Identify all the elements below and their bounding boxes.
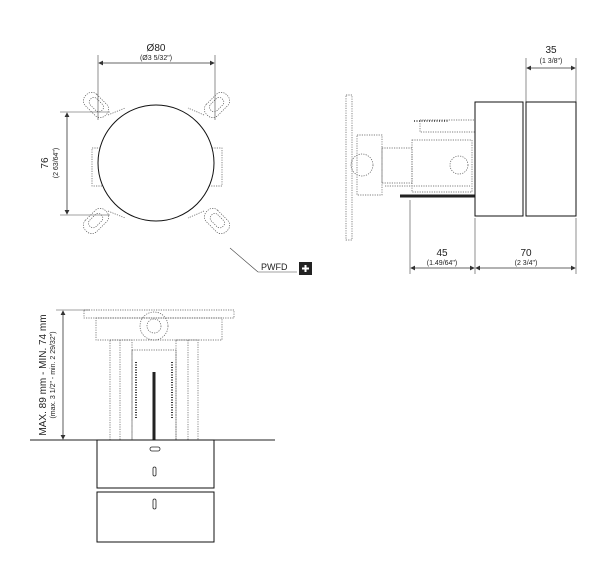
- side-view: 35 (1 3/8") 45 (1.49/64") 70 (2 3/4"): [345, 45, 577, 274]
- front-cover-circle: [97, 104, 215, 222]
- diameter-label: Ø80: [147, 43, 166, 54]
- cover-box-outer: [525, 101, 577, 217]
- height-sub-label: (2 63/64"): [53, 148, 60, 179]
- plus-icon: [299, 262, 312, 275]
- cover-box-inner: [474, 101, 524, 217]
- top-dim-label: 35: [545, 45, 557, 56]
- height-label: 76: [40, 157, 51, 169]
- left-dim-label: 45: [436, 248, 448, 259]
- top-dim-sub-label: (1 3/8"): [540, 58, 563, 65]
- bottom-cover-upper: [96, 439, 215, 489]
- mounting-lugs: [82, 91, 231, 235]
- front-view: Ø80 (Ø3 5/32") 76 (2 63/64"): [40, 43, 312, 275]
- bottom-view: MAX. 89 mm - MIN. 74 mm (max. 3 1/2" - m…: [30, 309, 275, 543]
- left-dim-sub-label: (1.49/64"): [427, 260, 458, 267]
- vertical-dim-label: MAX. 89 mm - MIN. 74 mm: [38, 314, 49, 435]
- right-dim-label: 70: [520, 248, 532, 259]
- callout-label: PWFD: [261, 262, 288, 272]
- diameter-sub-label: (Ø3 5/32"): [140, 55, 172, 62]
- bottom-cover-lower: [96, 491, 215, 543]
- right-dim-sub-label: (2 3/4"): [515, 260, 538, 267]
- vertical-dim-sub-label: (max. 3 1/2" - min. 2 29/32"): [50, 331, 57, 418]
